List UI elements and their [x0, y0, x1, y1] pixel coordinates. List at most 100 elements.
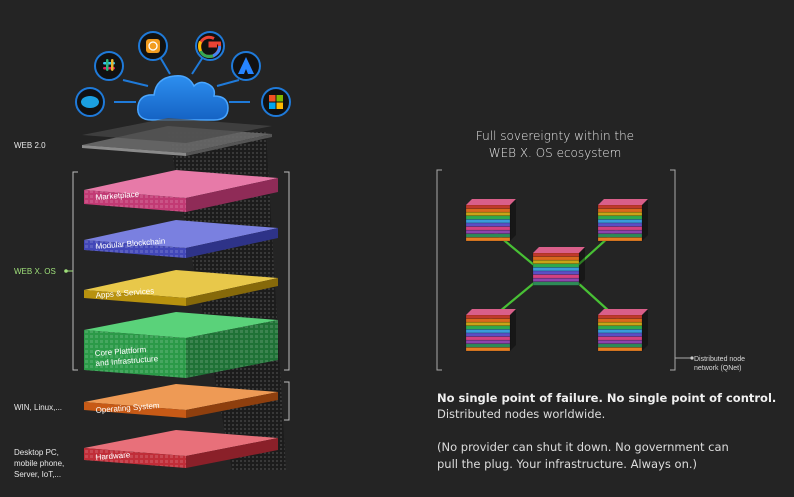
node-bottom-left: [465, 309, 516, 352]
node-layer: [465, 219, 511, 224]
node-layer: [465, 318, 511, 323]
node-layer: [597, 219, 643, 224]
webx-os-label: WEB X. OS: [14, 267, 56, 276]
cloud-services-group: [75, 31, 291, 121]
node-top-right: [597, 199, 648, 242]
layer-stack-diagram: [64, 31, 291, 470]
layer-modular-blockchain: [84, 220, 278, 258]
atlassian-icon: [231, 51, 261, 81]
layer-operating-system: [84, 384, 278, 418]
node-layer: [597, 321, 643, 327]
network-title-line: WEB X. OS ecosystem: [488, 146, 622, 160]
node-layer: [597, 343, 643, 348]
node-layer: [465, 222, 511, 227]
node-side-face: [510, 309, 516, 351]
os-bracket: [284, 381, 290, 421]
node-layer: [597, 233, 643, 238]
node-top-face: [533, 247, 585, 253]
web20-plane: [82, 118, 272, 156]
node-side-face: [579, 247, 585, 286]
subline: Distributed nodes worldwide.: [437, 407, 606, 421]
layer-marketplace: [84, 170, 278, 212]
node-layer: [465, 233, 511, 238]
node-layer: [532, 259, 580, 265]
paragraph-line: (No provider can shut it down. No govern…: [437, 440, 729, 454]
node-layer: [465, 208, 511, 213]
node-top-face: [466, 309, 516, 315]
web20-label: WEB 2.0: [14, 141, 46, 150]
node-side-face: [642, 309, 648, 351]
node-layer: [465, 343, 511, 348]
node-layer: [597, 332, 643, 337]
google-icon: [195, 31, 225, 61]
node-network-diagram: [436, 169, 694, 371]
cloud-icon: [137, 74, 229, 121]
node-layer: [597, 314, 643, 319]
node-layer: [597, 204, 643, 209]
node-layer: [465, 314, 511, 319]
node-layer: [597, 222, 643, 227]
salesforce-icon: [75, 87, 105, 117]
node-layer: [465, 347, 511, 352]
node-layer: [532, 274, 580, 279]
headline: No single point of failure. No single po…: [437, 391, 777, 405]
device-examples-label: Desktop PC, mobile phone, Server, IoT,..…: [14, 447, 64, 480]
node-layer: [597, 237, 643, 242]
node-top-face: [466, 199, 516, 205]
node-layer: [465, 204, 511, 209]
node-layer: [532, 281, 580, 286]
layer-hardware: [84, 430, 278, 468]
node-layer: [465, 325, 511, 330]
layer-apps-services: [84, 270, 278, 306]
node-layer: [465, 332, 511, 337]
slack-icon: [94, 51, 124, 81]
node-layer: [532, 252, 580, 257]
device-label-line: Desktop PC,: [14, 448, 59, 457]
device-label-line: mobile phone,: [14, 459, 65, 468]
node-layer: [532, 263, 580, 268]
node-layer: [597, 347, 643, 352]
node-layer: [597, 336, 643, 341]
microsoft-icon: [261, 87, 291, 117]
node-layer: [597, 215, 643, 220]
sovereignty-text-block: No single point of failure. No single po…: [437, 390, 787, 473]
aws-icon: [138, 31, 168, 61]
os-examples-label: WIN, Linux,...: [14, 403, 63, 412]
node-layer: [465, 229, 511, 235]
stack-backdrop: [168, 132, 286, 470]
distributed-node-network-label: Distributed node network (QNet): [694, 355, 745, 373]
node-layer: [465, 237, 511, 242]
node-layer: [597, 208, 643, 213]
network-label-line: network (QNet): [694, 365, 742, 372]
network-title-line: Full sovereignty within the: [475, 129, 635, 143]
node-layer: [597, 318, 643, 323]
node-layer: [465, 336, 511, 341]
node-side-face: [642, 199, 648, 241]
network-label-line: Distributed node: [694, 356, 745, 363]
device-label-line: Server, IoT,...: [14, 470, 62, 479]
node-layer: [465, 329, 511, 334]
node-layer: [597, 325, 643, 330]
node-layer: [465, 211, 511, 217]
node-layer: [532, 267, 580, 272]
node-layer: [532, 277, 580, 283]
node-bottom-right: [597, 309, 648, 352]
layer-core-platform: [84, 312, 278, 378]
node-layer: [597, 339, 643, 345]
paragraph: (No provider can shut it down. No govern…: [437, 439, 787, 473]
node-layer: [597, 226, 643, 231]
node-layer: [465, 321, 511, 327]
node-layer: [597, 329, 643, 334]
node-layer: [597, 211, 643, 217]
node-layer: [532, 256, 580, 261]
paragraph-line: pull the plug. Your infrastructure. Alwa…: [437, 457, 698, 471]
node-layer: [465, 226, 511, 231]
node-side-face: [510, 199, 516, 241]
node-layer: [532, 270, 580, 275]
node-layer: [465, 215, 511, 220]
node-layer: [465, 339, 511, 345]
node-top-face: [598, 199, 648, 205]
node-center: [532, 247, 585, 286]
node-layer: [597, 229, 643, 235]
node-top-face: [598, 309, 648, 315]
